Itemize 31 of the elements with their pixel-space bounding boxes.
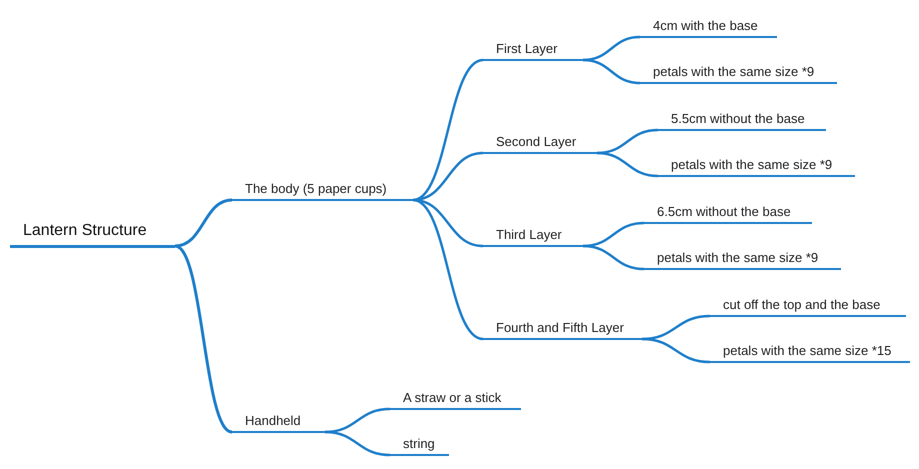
topic-label: The body (5 paper cups) (245, 180, 387, 198)
connector-curve (582, 36, 640, 62)
connector-curve (174, 244, 233, 434)
connector-curve (596, 128, 658, 154)
topic-label: 4cm with the base (653, 16, 758, 35)
topic-label: petals with the same size *9 (657, 248, 818, 267)
topic-label: Handheld (245, 412, 301, 430)
connector-curve (582, 58, 640, 84)
topic-label: petals with the same size *9 (653, 62, 814, 81)
connector-curve (412, 152, 484, 202)
connector-curve (596, 152, 658, 178)
topic-label: 6.5cm without the base (657, 202, 791, 221)
topic-label: cut off the top and the base (723, 296, 880, 314)
connector-curve (324, 430, 390, 456)
topic-label: petals with the same size *9 (671, 156, 832, 174)
connector-curve (324, 408, 390, 434)
topic-label: Fourth and Fifth Layer (496, 318, 624, 337)
topic-label: Third Layer (496, 226, 562, 244)
topic-label: Second Layer (496, 132, 576, 151)
connector-curve (642, 314, 710, 340)
connector-curve (642, 338, 710, 364)
topic-label: First Layer (496, 40, 558, 58)
topic-label: A straw or a stick (403, 388, 502, 407)
topic-label: Lantern Structure (23, 221, 147, 242)
topic-label: string (403, 434, 435, 453)
topic-label: petals with the same size *15 (723, 342, 892, 360)
connector-curve (582, 222, 644, 248)
connector-curve (174, 198, 232, 248)
connector-curve (412, 198, 484, 340)
topic-label: 5.5cm without the base (671, 110, 805, 128)
connector-curve (582, 244, 644, 270)
